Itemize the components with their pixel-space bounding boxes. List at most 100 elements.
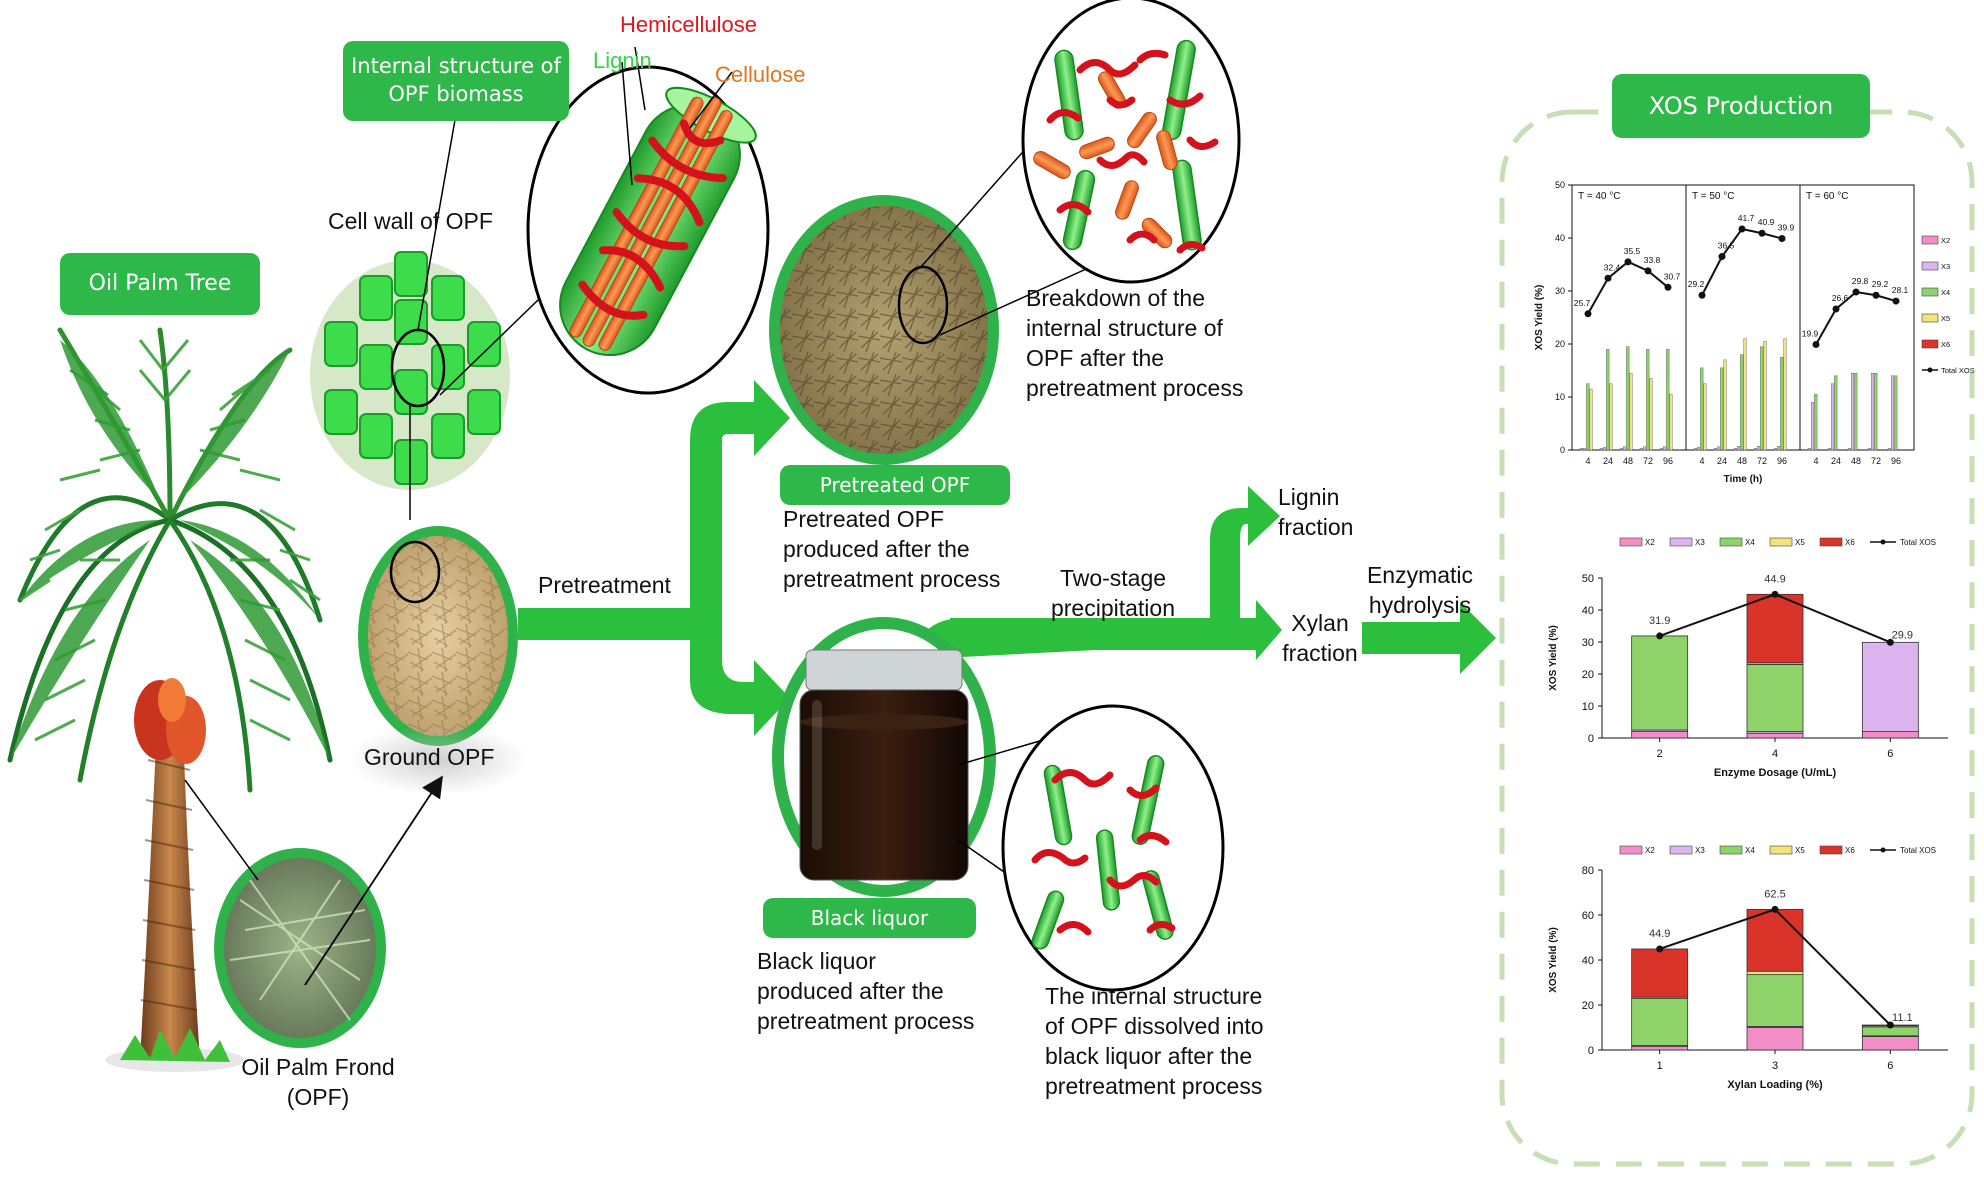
bar-x2 <box>1713 448 1717 451</box>
legend-label-x4: X4 <box>1745 846 1755 855</box>
bar-x3 <box>1622 446 1627 451</box>
bar-x4 <box>1874 372 1878 451</box>
total-xos-label: 29.2 <box>1688 279 1705 289</box>
xos-panel-border <box>1499 109 1975 1167</box>
breakdown-desc: Breakdown of the internal structure of O… <box>1026 285 1244 401</box>
bar-segment-x2 <box>1861 1036 1919 1051</box>
bar-x4 <box>1626 346 1630 451</box>
legend-label-x2: X2 <box>1941 236 1950 245</box>
total-xos-point <box>1886 1021 1894 1029</box>
x-tick-label: 24 <box>1717 456 1727 466</box>
legend-label-x3: X3 <box>1695 538 1705 547</box>
total-xos-label: 62.5 <box>1764 888 1785 900</box>
legend-label-x4: X4 <box>1941 288 1950 297</box>
bar-x3 <box>1642 446 1647 451</box>
bar-x4 <box>1814 394 1818 451</box>
lignin-label: Lignin <box>593 48 652 73</box>
bar-x2 <box>1733 448 1737 451</box>
total-xos-point <box>1584 310 1592 318</box>
legend-swatch-x5 <box>1921 313 1939 323</box>
bar-segment-x2 <box>1861 731 1919 739</box>
enzymatic-text: Enzymatic hydrolysis <box>1366 562 1474 618</box>
bar-x2 <box>1693 448 1697 451</box>
legend-swatch-x4 <box>1719 845 1743 855</box>
bar-segment-x3 <box>1861 641 1919 732</box>
two-stage-text: Two-stage precipitation <box>1050 565 1176 621</box>
x-tick-label: 4 <box>1813 456 1818 466</box>
bar-segment-x2 <box>1631 731 1689 739</box>
y-axis-label: XOS Yield (%) <box>1548 927 1559 993</box>
bar-x3 <box>1602 447 1607 451</box>
bar-x2 <box>1599 448 1603 451</box>
total-xos-point <box>1771 590 1779 598</box>
panel-title: T = 60 °C <box>1806 191 1848 202</box>
x-tick-label: 4 <box>1585 456 1590 466</box>
legend-marker-total <box>1880 539 1886 545</box>
total-xos-point <box>1718 253 1726 261</box>
panel-title: T = 40 °C <box>1578 191 1620 202</box>
legend-label-total: Total XOS <box>1941 366 1975 375</box>
bar-x4 <box>1854 372 1858 451</box>
bar-x4 <box>1720 367 1724 451</box>
legend-swatch-x5 <box>1769 537 1793 547</box>
total-xos-label: 36.5 <box>1718 241 1735 251</box>
x-tick-label: 6 <box>1887 1060 1893 1072</box>
legend-swatch-x6 <box>1921 339 1939 349</box>
xos-production-label: XOS Production <box>1612 74 1870 138</box>
lignin-fraction-text: Lignin fraction <box>1278 484 1354 540</box>
x-tick-label: 72 <box>1757 456 1767 466</box>
pretreatment-text: Pretreatment <box>538 572 671 598</box>
y-tick-label: 0 <box>1588 733 1594 745</box>
oil-palm-frond-illustration <box>184 775 443 1048</box>
hemicellulose-label: Hemicellulose <box>620 12 757 37</box>
total-xos-label: 35.5 <box>1624 246 1641 256</box>
y-tick-label: 20 <box>1555 339 1565 349</box>
legend-label-x3: X3 <box>1695 846 1705 855</box>
pretreated-opf-label: Pretreated OPF <box>780 465 1010 505</box>
bar-x3 <box>1851 372 1855 451</box>
bar-x5 <box>1743 338 1747 451</box>
total-xos-line <box>1701 227 1783 296</box>
total-xos-label: 28.1 <box>1892 285 1909 295</box>
legend-label-total: Total XOS <box>1900 538 1936 547</box>
total-xos-label: 26.6 <box>1832 293 1849 303</box>
internal-structure-label: Internal structure of OPF biomass <box>343 41 569 121</box>
bar-x2 <box>1773 448 1777 451</box>
pretreated-opf-illustration <box>769 109 1096 465</box>
total-xos-line <box>1587 260 1669 315</box>
black-liquor-desc: Black liquor produced after the pretreat… <box>757 948 975 1034</box>
bar-x4 <box>1700 367 1704 451</box>
x-tick-label: 24 <box>1831 456 1841 466</box>
y-tick-label: 20 <box>1582 1000 1594 1012</box>
total-xos-point <box>1778 235 1786 243</box>
total-xos-point <box>1771 905 1779 913</box>
bar-segment-x4 <box>1746 663 1804 732</box>
bar-x2 <box>1807 448 1811 451</box>
y-tick-label: 20 <box>1582 669 1594 681</box>
y-tick-label: 40 <box>1582 605 1594 617</box>
bar-x5 <box>1609 383 1613 451</box>
bar-x4 <box>1586 383 1590 451</box>
total-xos-point <box>1656 632 1664 640</box>
y-tick-label: 10 <box>1582 701 1594 713</box>
bar-x2 <box>1887 448 1891 451</box>
oil-palm-frond-text: Oil Palm Frond (OPF) <box>241 1054 395 1110</box>
total-xos-point <box>1698 291 1706 299</box>
x-tick-label: 72 <box>1871 456 1881 466</box>
legend-swatch-x6 <box>1819 845 1843 855</box>
bar-segment-x6 <box>1746 593 1804 664</box>
bar-x4 <box>1894 375 1898 451</box>
total-xos-label: 25.7 <box>1574 298 1591 308</box>
total-xos-label: 29.8 <box>1852 276 1869 286</box>
bar-segment-x5 <box>1746 970 1804 976</box>
legend-swatch-x6 <box>1819 537 1843 547</box>
y-tick-label: 30 <box>1555 286 1565 296</box>
x-tick-label: 2 <box>1657 748 1663 760</box>
x-tick-label: 4 <box>1699 456 1704 466</box>
total-xos-point <box>1886 638 1894 646</box>
y-tick-label: 30 <box>1582 637 1594 649</box>
x-axis-label: Enzyme Dosage (U/mL) <box>1714 767 1837 779</box>
y-tick-label: 10 <box>1555 392 1565 402</box>
legend-label-x5: X5 <box>1941 314 1950 323</box>
